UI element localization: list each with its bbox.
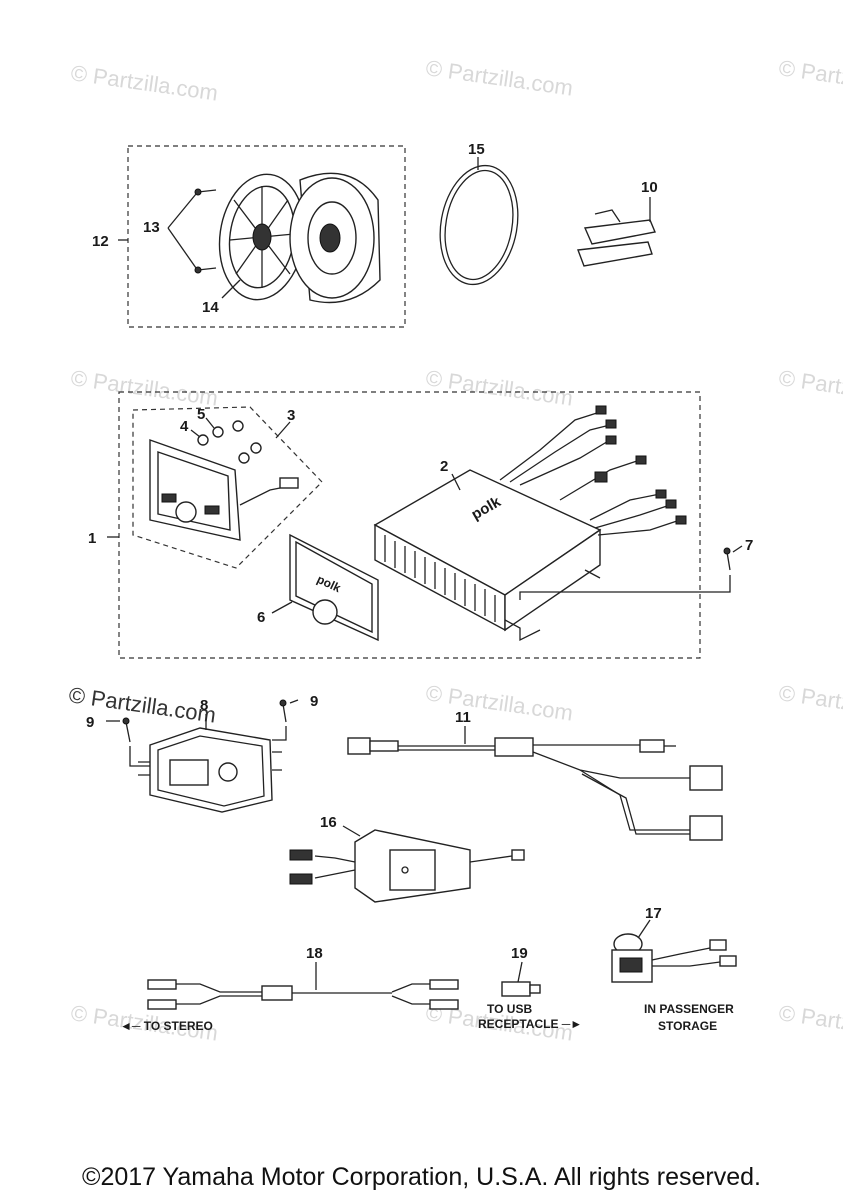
harness-clip: 10 [577,179,658,267]
callout-4: 4 [180,418,189,435]
watermark: © Partzilla.com [424,365,574,410]
to-stereo-note: ◄─ TO STEREO [120,1019,213,1033]
callout-16: 16 [320,814,337,831]
passenger-storage-note-line1: IN PASSENGER [644,1002,734,1016]
callout-19: 19 [511,945,528,962]
callout-13: 13 [143,219,160,236]
power-module: 16 [289,814,525,903]
callout-5: 5 [197,406,205,423]
aux-cable: 18 [147,945,459,1010]
mounting-bracket-assembly: 8 9 9 [86,693,318,813]
callout-10: 10 [641,179,658,196]
callout-1: 1 [88,530,96,547]
amplifier: polk [373,405,687,642]
amplifier-heatsink [384,535,496,622]
callout-9-left: 9 [86,714,94,731]
watermark: © Partzilla.com [777,1000,843,1045]
controller-head-unit [149,439,299,541]
screw-right [279,699,287,723]
to-usb-note-line1: TO USB [487,1002,532,1016]
speaker-group-box [127,145,406,328]
screw-pair [194,188,217,274]
watermark: © Partzilla.com [777,55,843,100]
callout-17: 17 [645,905,662,922]
copyright-footer: ©2017 Yamaha Motor Corporation, U.S.A. A… [82,1163,761,1191]
watermark: © Partzilla.com [424,55,574,100]
callout-15: 15 [468,141,485,158]
usb-adapter: 19 [501,945,541,997]
callout-14: 14 [202,299,219,316]
callout-9-right: 9 [310,693,318,710]
watermark: © Partzilla.com [69,365,219,410]
callout-11: 11 [455,709,471,726]
audio-system-group: 1 3 4 5 p [88,391,753,659]
watermark: © Partzilla.com [777,680,843,725]
wire-harness: 11 [347,709,723,841]
callout-7: 7 [745,537,753,554]
speaker-grille [218,173,306,301]
callout-6: 6 [257,609,265,626]
speaker-group: 12 13 14 [92,145,406,328]
callout-12: 12 [92,233,109,250]
screw [723,547,731,571]
speaker [289,172,381,304]
passenger-storage-note-line2: STORAGE [658,1019,717,1033]
usb-receptacle: 17 IN PASSENGER STORAGE [611,905,737,1033]
controller-subgroup-outline [132,406,323,569]
callout-8: 8 [200,697,208,714]
callout-3: 3 [287,407,295,424]
controller-cover: polk [289,533,379,642]
gasket-ring: 15 [439,141,519,286]
callout-18: 18 [306,945,323,962]
callout-2: 2 [440,458,448,475]
to-usb-note-line2: RECEPTACLE ─► [478,1017,582,1031]
watermark: © Partzilla.com [424,680,574,725]
watermark: © Partzilla.com [69,60,219,105]
nut-set [197,420,262,464]
screw-left [122,717,131,743]
watermark: © Partzilla.com [777,365,843,410]
audio-system-box [118,391,701,659]
